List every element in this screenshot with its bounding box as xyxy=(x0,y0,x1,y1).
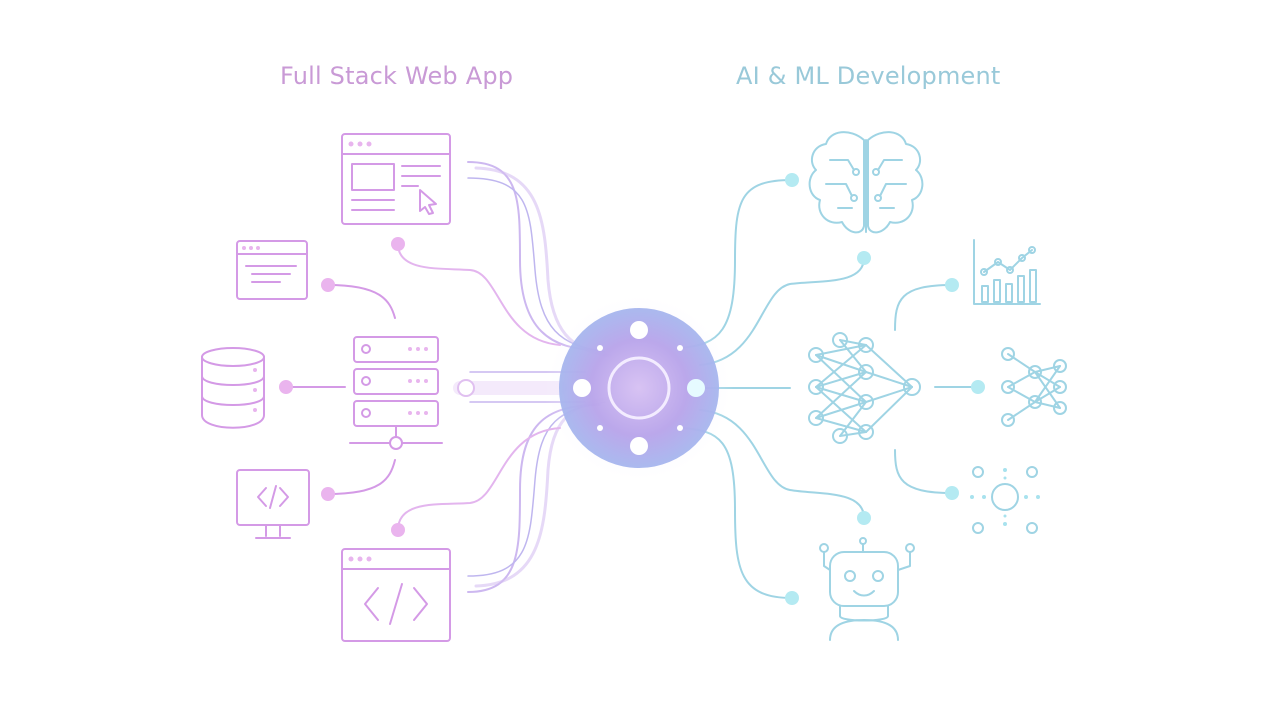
node-dot xyxy=(785,591,799,605)
node-dot xyxy=(391,523,405,537)
node-dot xyxy=(321,487,335,501)
node-dot xyxy=(391,237,405,251)
node-dot xyxy=(857,251,871,265)
hub-nodes-icon xyxy=(970,466,1040,534)
node-dot xyxy=(945,278,959,292)
title-full-stack: Full Stack Web App xyxy=(280,62,514,90)
terminal-window-icon xyxy=(236,240,308,300)
node-dot xyxy=(279,380,293,394)
central-hub xyxy=(544,293,734,483)
node-dot xyxy=(971,380,985,394)
database-icon xyxy=(201,347,265,429)
small-network-icon xyxy=(1001,347,1067,427)
bar-chart-icon xyxy=(973,239,1041,305)
connector-line xyxy=(327,284,396,319)
browser-window-icon xyxy=(341,133,451,225)
title-ai-ml: AI & ML Development xyxy=(736,62,1001,90)
node-dot xyxy=(945,486,959,500)
node-dot xyxy=(785,173,799,187)
server-rack-icon xyxy=(349,336,443,450)
node-dot xyxy=(857,511,871,525)
monitor-code-icon xyxy=(236,469,310,539)
connector-line xyxy=(327,459,396,495)
node-dot xyxy=(457,379,475,397)
node-dot xyxy=(321,278,335,292)
robot-icon xyxy=(819,537,915,641)
neural-network-icon xyxy=(808,332,921,444)
brain-circuit-icon xyxy=(808,131,924,234)
code-window-icon xyxy=(341,548,451,642)
